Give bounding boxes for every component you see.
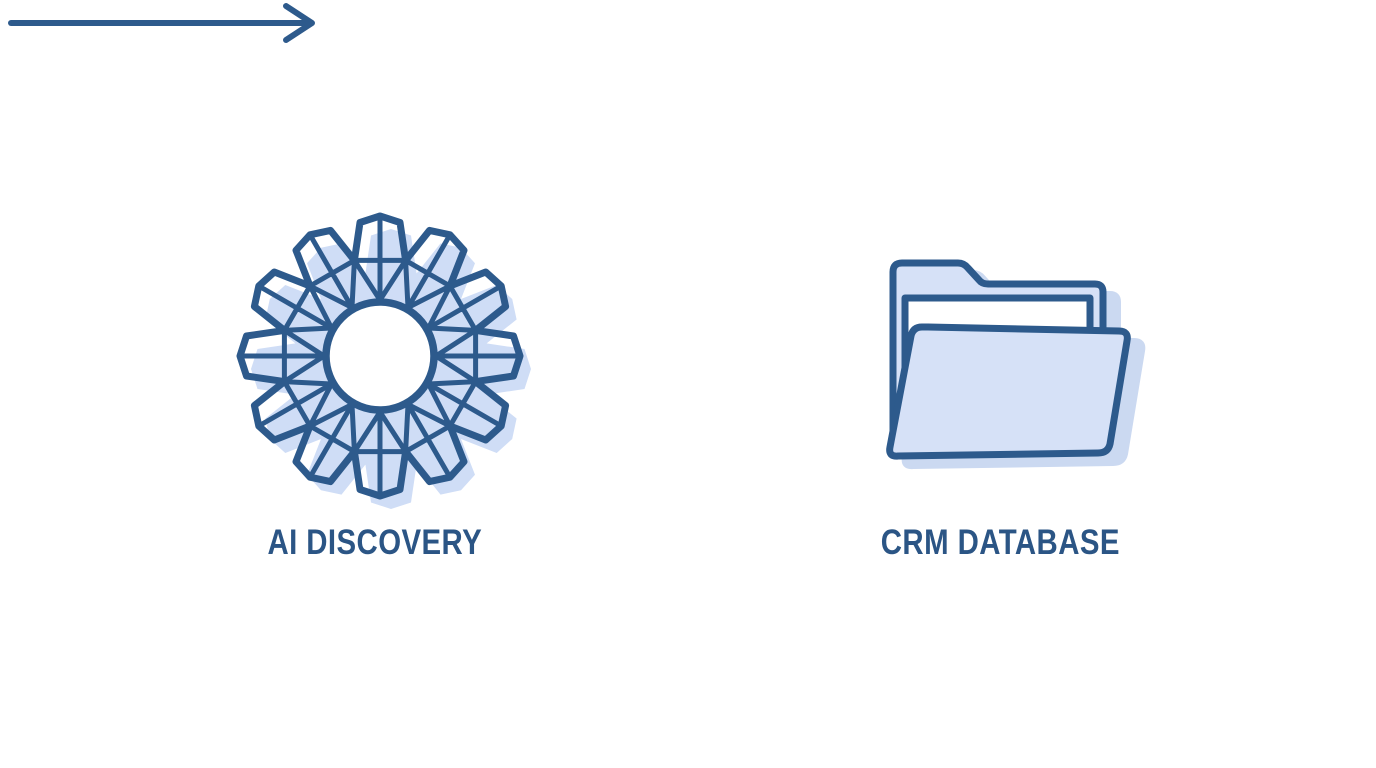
node-label-text: AI DISCOVERY (267, 523, 483, 562)
folder-front-flap-shape (886, 323, 1131, 460)
arrow-connector (8, 3, 315, 43)
arrow-head (283, 3, 315, 43)
gear-mesh-icon (236, 212, 531, 509)
gear-mesh-lines (239, 215, 521, 497)
gear-center-hole (322, 298, 438, 414)
node-label-ai-discovery: AI DISCOVERY (125, 523, 625, 563)
node-label-text: CRM DATABASE (880, 523, 1120, 562)
node-label-crm-database: CRM DATABASE (750, 523, 1250, 563)
open-folder-icon (886, 259, 1146, 470)
